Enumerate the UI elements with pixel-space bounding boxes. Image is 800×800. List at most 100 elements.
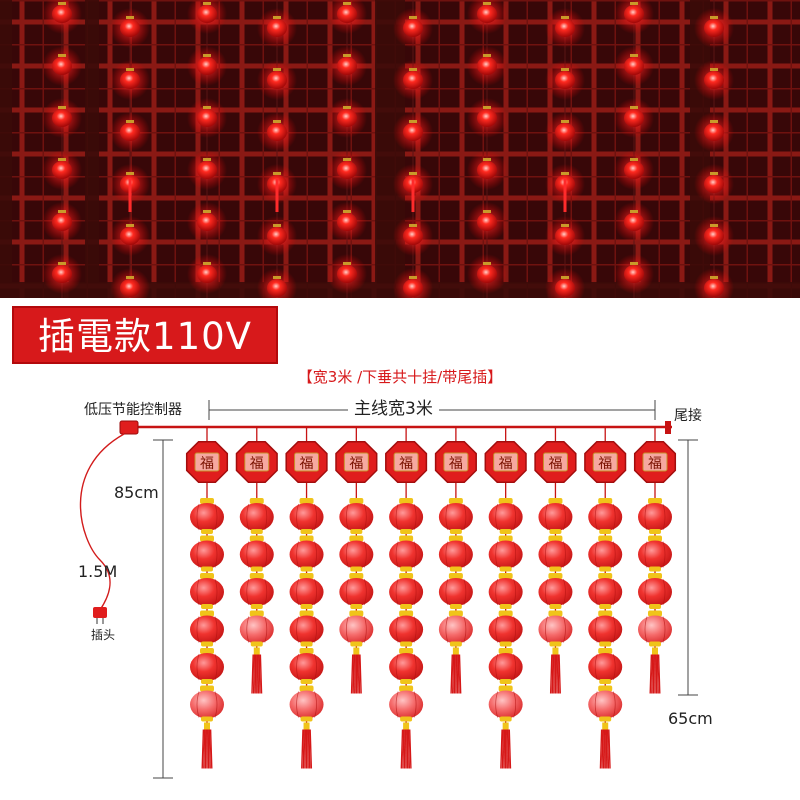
lantern (638, 573, 672, 609)
photo-lantern (467, 202, 507, 242)
photo-lantern (257, 112, 297, 152)
fu-char: 福 (250, 456, 264, 472)
lantern (488, 610, 523, 647)
fu-char: 福 (399, 456, 413, 472)
lantern (588, 610, 623, 647)
fu-char: 福 (499, 456, 513, 472)
lantern (588, 535, 623, 572)
lantern (289, 498, 324, 534)
photo-lantern (393, 112, 433, 152)
lantern (389, 535, 424, 572)
photo-lantern (110, 60, 150, 100)
plug-icon (93, 607, 107, 624)
photo-lantern (187, 46, 227, 86)
lantern (638, 498, 672, 534)
lantern-strand: 福 (484, 427, 527, 769)
tassel (251, 647, 263, 694)
lantern (438, 573, 473, 609)
controller-box (119, 420, 139, 435)
lantern-strand: 福 (285, 427, 328, 769)
main-line-label: 主线宽3米 (348, 400, 439, 418)
lantern (389, 685, 424, 722)
photo-lantern (42, 150, 82, 190)
photo-lantern (545, 112, 585, 152)
lantern-strand: 福 (633, 427, 677, 694)
photo-lantern (545, 216, 585, 256)
photo-lantern (393, 216, 433, 256)
lantern (190, 498, 224, 534)
lantern-strand: 福 (235, 427, 278, 694)
lantern (339, 535, 374, 572)
photo-lantern (545, 60, 585, 100)
photo-lantern (110, 112, 150, 152)
fu-char: 福 (449, 456, 463, 472)
photo-lantern (42, 98, 82, 138)
lantern (638, 535, 672, 572)
lantern (289, 610, 324, 647)
photo-lantern (614, 150, 654, 190)
lantern (339, 573, 374, 609)
lantern (239, 535, 274, 572)
power-type-badge: 插電款110V (12, 306, 278, 364)
photo-lantern (545, 268, 585, 298)
lantern (239, 573, 274, 609)
plug-label: 插头 (91, 628, 116, 642)
photo-lantern (110, 8, 150, 48)
lantern (389, 610, 424, 647)
photo-lantern (257, 216, 297, 256)
tassel (450, 647, 462, 694)
photo-lantern (545, 8, 585, 48)
photo-lantern (614, 254, 654, 294)
photo-lantern (467, 0, 507, 34)
lantern (588, 648, 623, 684)
lantern-strand: 福 (185, 427, 229, 769)
lantern (190, 610, 224, 647)
photo-lantern (42, 0, 82, 34)
photo-lantern (187, 150, 227, 190)
fu-char: 福 (349, 456, 363, 472)
photo-lantern (327, 150, 367, 190)
cable-length-label: 1.5M (78, 562, 118, 581)
lantern (488, 573, 523, 609)
photo-lantern (187, 98, 227, 138)
photo-lantern (393, 268, 433, 298)
lantern (438, 498, 473, 534)
tassel (201, 722, 213, 769)
lantern-strand: 福 (434, 427, 477, 694)
lantern (190, 648, 224, 684)
photo-lantern (694, 268, 734, 298)
tassel (350, 647, 362, 694)
lantern (538, 498, 573, 534)
lantern (339, 610, 374, 647)
photo-lantern (694, 60, 734, 100)
photo-lantern (614, 0, 654, 34)
long-drop-label: 85cm (114, 483, 159, 502)
photo-lantern (327, 46, 367, 86)
photo-lantern (110, 268, 150, 298)
lantern (190, 685, 224, 722)
short-drop-label: 65cm (668, 709, 713, 728)
fu-char: 福 (648, 456, 662, 472)
lantern (488, 498, 523, 534)
lantern (538, 610, 573, 647)
photo-lantern (327, 0, 367, 34)
lantern (538, 535, 573, 572)
photo-lantern (187, 254, 227, 294)
fu-char: 福 (300, 456, 314, 472)
spec-note: 【宽3米 /下垂共十挂/带尾插】 (297, 368, 503, 386)
lantern-strand: 福 (584, 427, 627, 769)
photo-lantern (327, 98, 367, 138)
lantern (488, 648, 523, 684)
lantern (588, 685, 623, 722)
lantern (389, 648, 424, 684)
controller-label: 低压节能控制器 (84, 402, 182, 418)
tassel (549, 647, 561, 694)
tail-connector (665, 421, 671, 434)
lantern (239, 498, 274, 534)
tassel (400, 722, 412, 769)
photo-lantern (694, 112, 734, 152)
photo-lantern (257, 60, 297, 100)
photo-lantern (42, 46, 82, 86)
lantern (389, 573, 424, 609)
photo-lantern (694, 216, 734, 256)
